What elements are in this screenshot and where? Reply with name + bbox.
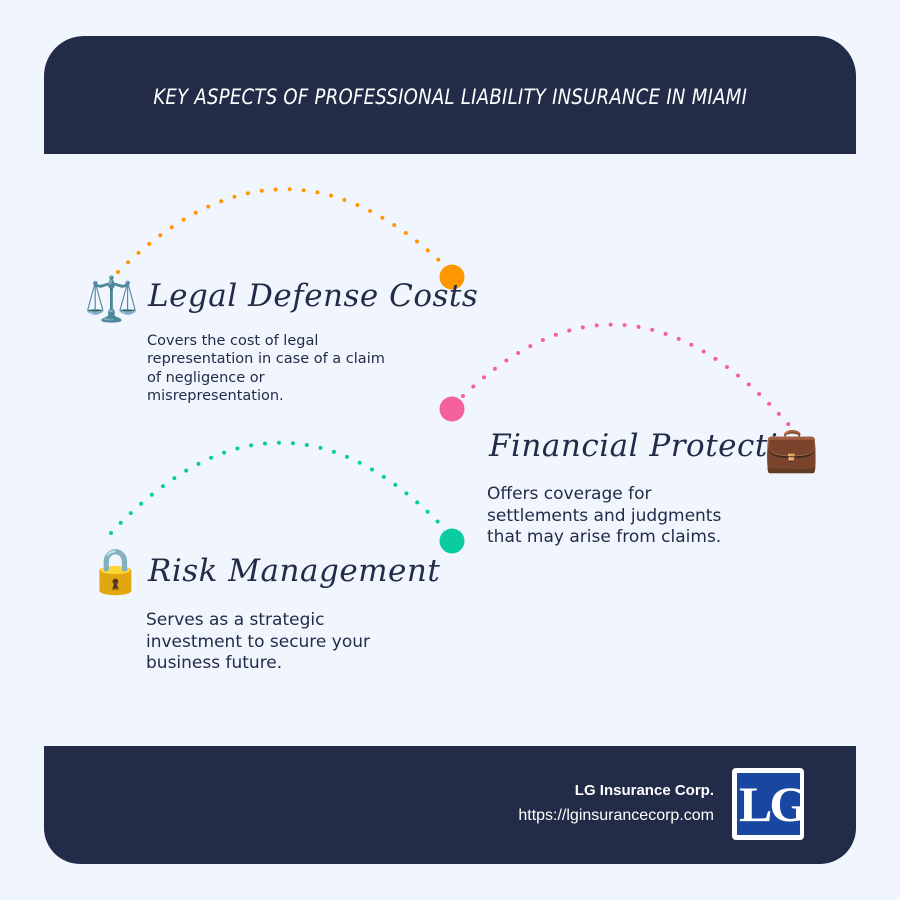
footer-banner: LG Insurance Corp. https://lginsuranceco…	[44, 746, 856, 864]
item-desc-legal-defense: Covers the cost of legal representation …	[147, 333, 385, 405]
arc-legal-defense	[116, 187, 446, 274]
arc-financial-protection	[461, 322, 791, 427]
logo-text: LG	[739, 776, 800, 832]
dot-legal-defense	[439, 264, 465, 290]
dot-risk-management	[439, 528, 465, 554]
item-desc-financial-protection: Offers coverage for settlements and judg…	[487, 484, 722, 548]
item-title-risk-management: Risk Management	[148, 553, 441, 589]
dot-financial-protection	[439, 396, 465, 422]
logo-background: LG	[737, 773, 800, 835]
item-title-legal-defense: Legal Defense Costs	[148, 278, 479, 314]
page-title: KEY ASPECTS OF PROFESSIONAL LIABILITY IN…	[153, 85, 747, 109]
company-logo: LG	[732, 768, 804, 840]
header-banner: KEY ASPECTS OF PROFESSIONAL LIABILITY IN…	[44, 36, 856, 154]
padlock-icon: 🔒	[88, 546, 143, 597]
company-url-link[interactable]: https://lginsurancecorp.com	[518, 807, 714, 824]
item-desc-risk-management: Serves as a strategic investment to secu…	[146, 610, 371, 674]
briefcase-icon: 💼	[764, 424, 819, 475]
balance-scale-icon: ⚖️	[84, 274, 139, 325]
arc-risk-management	[109, 440, 446, 535]
item-title-financial-protection: Financial Protection	[489, 428, 818, 464]
company-name: LG Insurance Corp.	[574, 782, 714, 799]
